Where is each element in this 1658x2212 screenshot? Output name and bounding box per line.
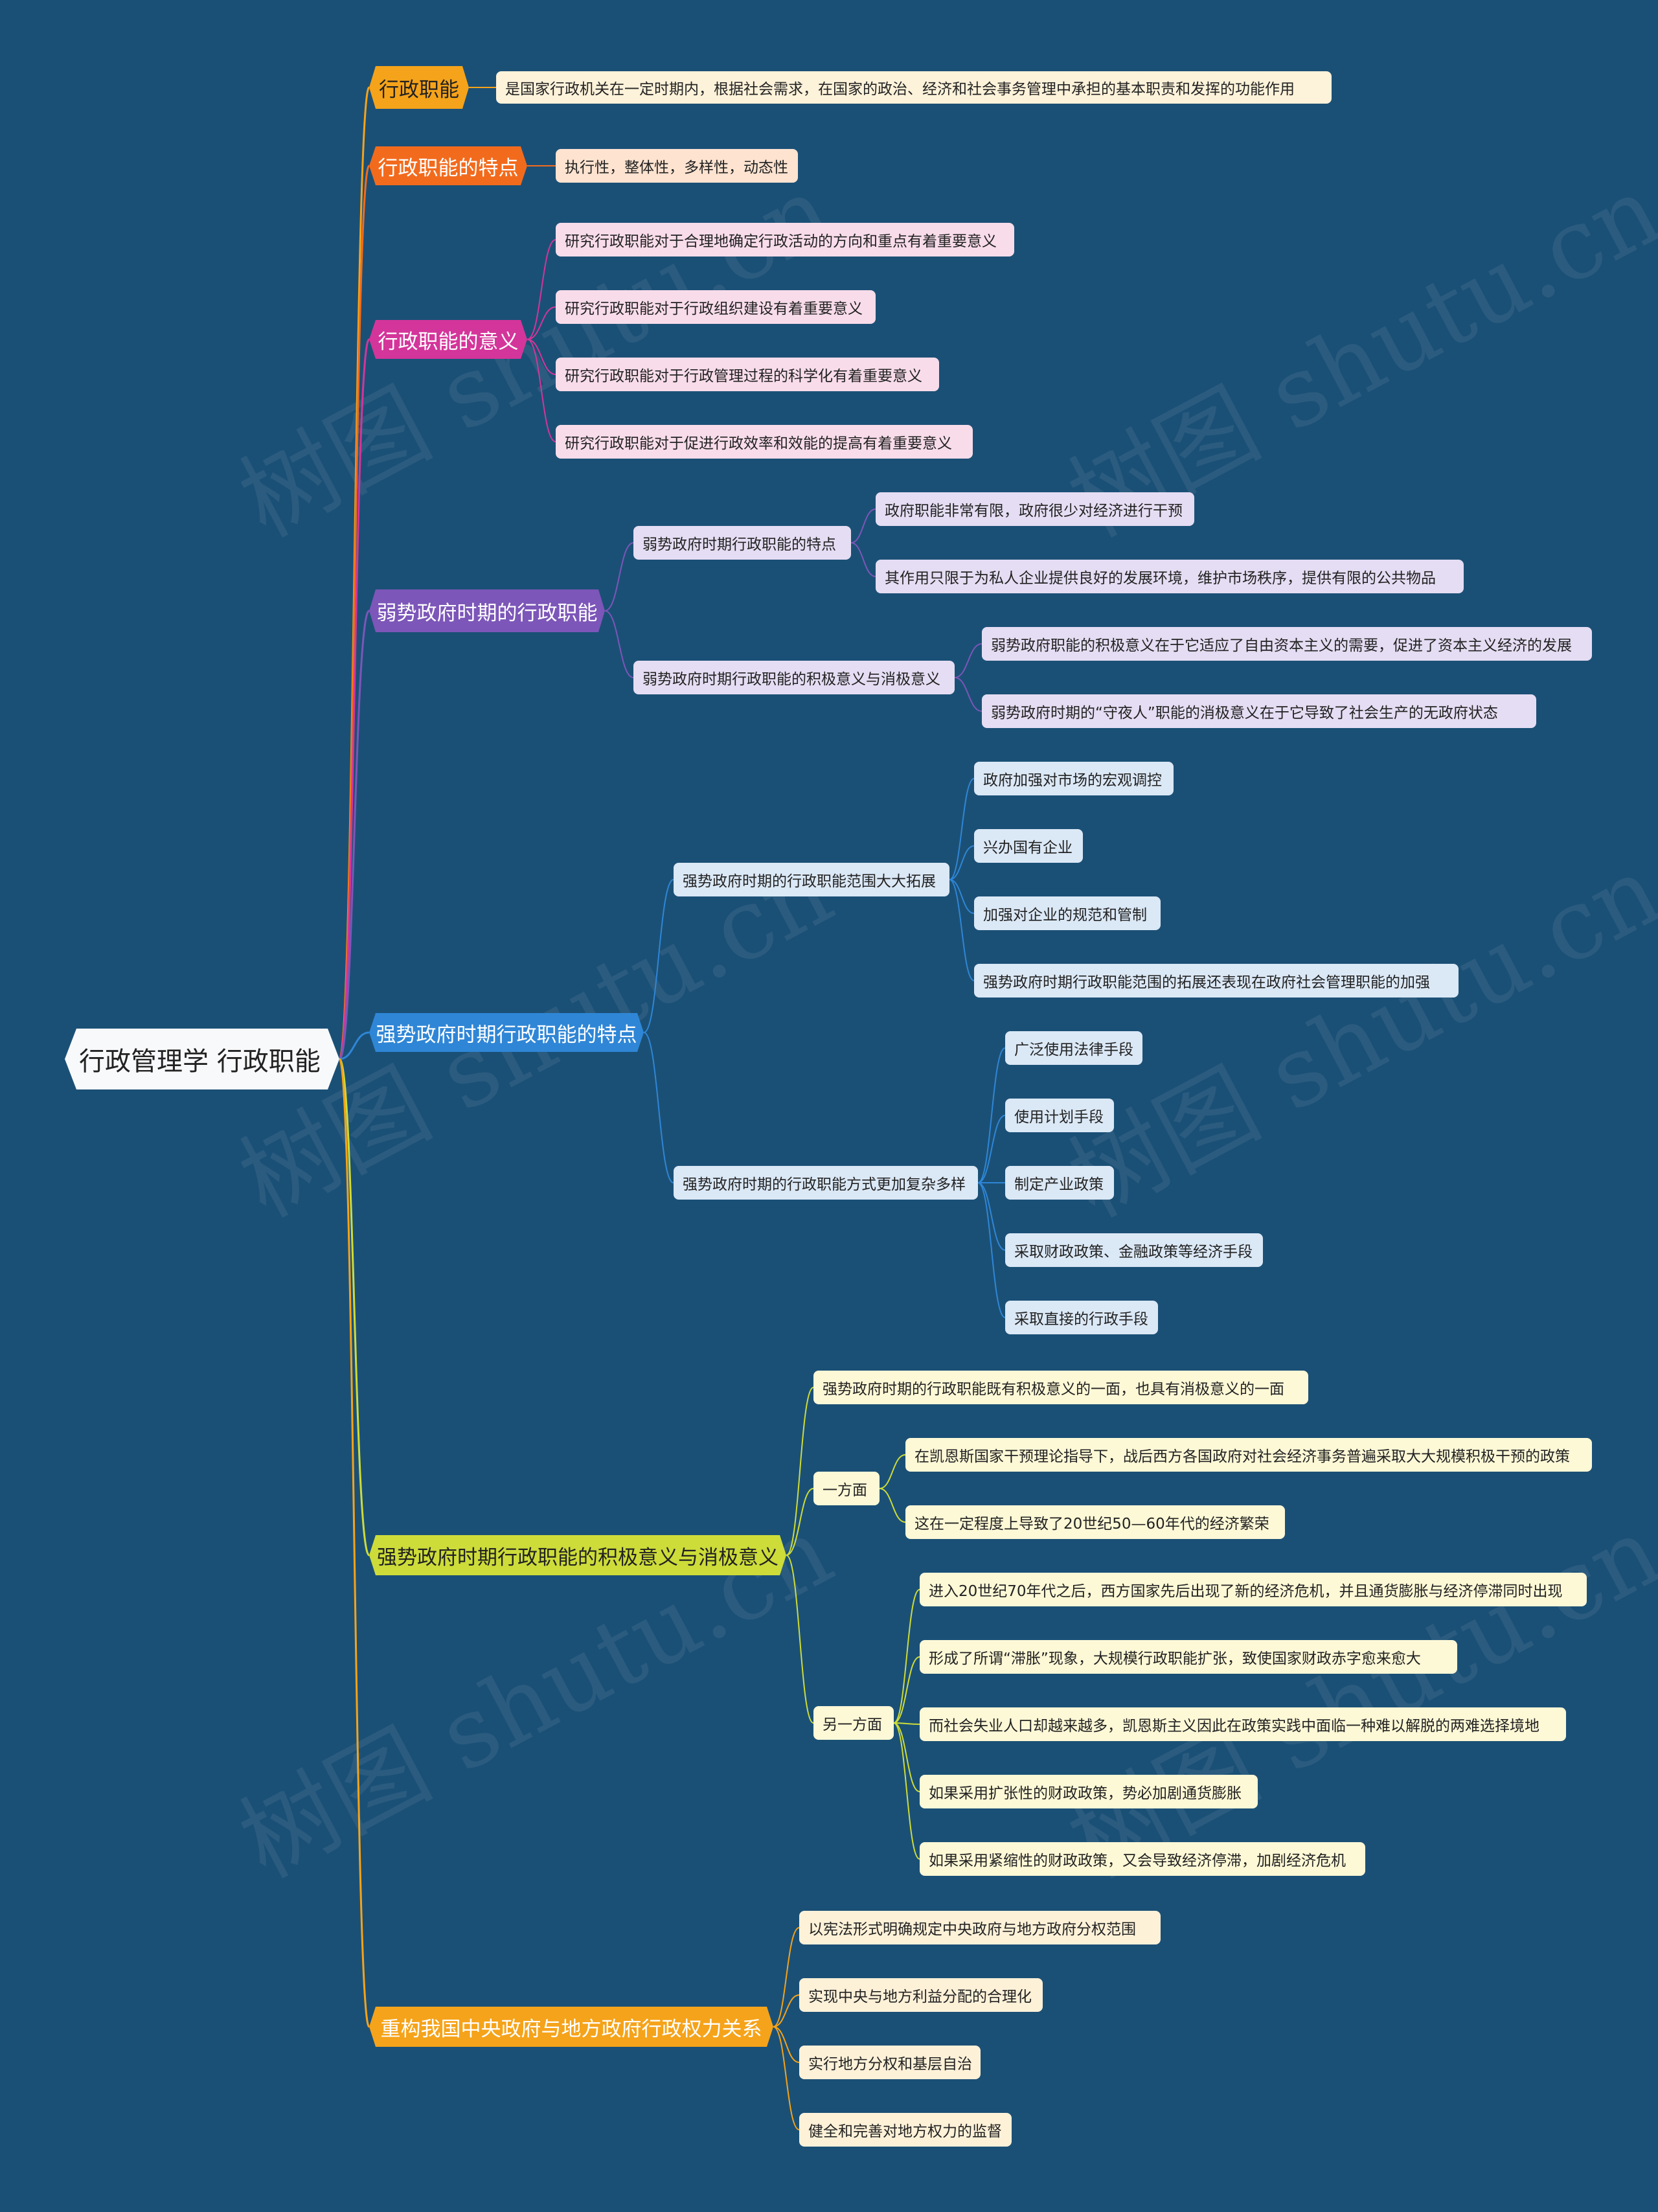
branch-weak-government[interactable]: 弱势政府时期的行政职能 [369,589,605,632]
connector-line [893,1656,920,1724]
leaf-central-local-4[interactable]: 健全和完善对地方权力的监督 [799,2113,1012,2147]
leaf-method-4[interactable]: 采取财政政策、金融政策等经济手段 [1005,1233,1263,1267]
leaf-method-1[interactable]: 广泛使用法律手段 [1005,1031,1142,1065]
sub-one-side[interactable]: 一方面 [813,1472,880,1505]
connector-line [773,1994,800,2027]
leaf-weak-sig-2[interactable]: 弱势政府时期的“守夜人”职能的消极意义在于它导致了社会生产的无政府状态 [982,694,1536,728]
leaf-scope-3[interactable]: 加强对企业的规范和管制 [974,896,1161,930]
connector-line [643,1032,674,1183]
leaf-method-3[interactable]: 制定产业政策 [1005,1166,1114,1200]
connector-line [339,1031,370,1060]
connector-line [954,643,982,678]
leaf-method-2[interactable]: 使用计划手段 [1005,1099,1114,1132]
connector-line [604,542,634,611]
connector-line [850,508,876,543]
leaf-definition[interactable]: 是国家行政机关在一定时期内，根据社会需求，在国家的政治、经济和社会事务管理中承担… [496,71,1332,104]
connector-line [786,1555,814,1724]
connector-line [893,1722,920,1792]
leaf-one-side-2[interactable]: 这在一定程度上导致了20世纪50—60年代的经济繁荣 [905,1505,1285,1539]
connector-line [949,879,975,981]
connector-line [786,1488,814,1556]
leaf-other-side-2[interactable]: 形成了所谓“滞胀”现象，大规模行政职能扩张，致使国家财政赤字愈来愈大 [920,1640,1457,1674]
connector-line [338,610,370,1060]
leaf-one-side-1[interactable]: 在凯恩斯国家干预理论指导下，战后西方各国政府对社会经济事务普遍采取大大规模积极干… [905,1438,1592,1472]
branch-characteristics[interactable]: 行政职能的特点 [369,146,527,185]
connector-line [879,1454,906,1489]
connector-line [604,610,634,678]
leaf-characteristics[interactable]: 执行性，整体性，多样性，动态性 [556,149,798,183]
leaf-central-local-3[interactable]: 实行地方分权和基层自治 [799,2046,981,2079]
leaf-central-local-2[interactable]: 实现中央与地方利益分配的合理化 [799,1978,1043,2012]
leaf-significance-1[interactable]: 研究行政职能对于合理地确定行政活动的方向和重点有着重要意义 [556,223,1014,257]
leaf-other-side-5[interactable]: 如果采用紧缩性的财政政策，又会导致经济停滞，加剧经济危机 [920,1842,1365,1876]
leaf-significance-2[interactable]: 研究行政职能对于行政组织建设有着重要意义 [556,290,876,324]
leaf-weak-char-1[interactable]: 政府职能非常有限，政府很少对经济进行干预 [876,492,1194,526]
leaf-other-side-3[interactable]: 而社会失业人口却越来越多，凯恩斯主义因此在政策实践中面临一种难以解脱的两难选择境… [920,1707,1566,1741]
connector-line [879,1488,906,1523]
connector-line [527,306,556,340]
connector-line [977,1115,1006,1183]
connector-line [773,2026,800,2130]
connector-line [893,1722,920,1860]
connector-line [773,2026,800,2063]
leaf-central-local-1[interactable]: 以宪法形式明确规定中央政府与地方政府分权范围 [799,1911,1161,1944]
leaf-scope-4[interactable]: 强势政府时期行政职能范围的拓展还表现在政府社会管理职能的加强 [974,964,1459,998]
connector-line [949,845,975,880]
sub-weak-significance[interactable]: 弱势政府时期行政职能的积极意义与消极意义 [633,661,955,694]
leaf-significance-3[interactable]: 研究行政职能对于行政管理过程的科学化有着重要意义 [556,358,939,391]
leaf-other-side-4[interactable]: 如果采用扩张性的财政政策，势必加剧通货膨胀 [920,1775,1258,1808]
connector-line [527,339,556,375]
connector-line [949,879,975,914]
sub-strong-scope[interactable]: 强势政府时期的行政职能范围大大拓展 [674,863,949,896]
connector-line [893,1589,920,1724]
leaf-scope-1[interactable]: 政府加强对市场的宏观调控 [974,762,1174,795]
connector-line [527,239,556,340]
connector-line [643,879,674,1033]
connector-line [338,1058,370,2028]
leaf-other-side-1[interactable]: 进入20世纪70年代之后，西方国家先后出现了新的经济危机，并且通货膨胀与经济停滞… [920,1573,1587,1606]
leaf-significance-4[interactable]: 研究行政职能对于促进行政效率和效能的提高有着重要意义 [556,425,973,459]
connector-line [954,677,982,712]
branch-central-local[interactable]: 重构我国中央政府与地方政府行政权力关系 [369,2007,773,2047]
leaf-weak-sig-1[interactable]: 弱势政府职能的积极意义在于它适应了自由资本主义的需要，促进了资本主义经济的发展 [982,627,1592,661]
leaf-scope-2[interactable]: 兴办国有企业 [974,829,1083,863]
connector-line [773,1927,800,2027]
leaf-method-5[interactable]: 采取直接的行政手段 [1005,1301,1158,1334]
branch-strong-significance[interactable]: 强势政府时期行政职能的积极意义与消极意义 [369,1535,786,1575]
connector-line [338,338,370,1060]
connector-line [338,165,370,1060]
connector-line [949,778,975,880]
connector-line [527,339,556,442]
sub-weak-characteristics[interactable]: 弱势政府时期行政职能的特点 [633,526,851,560]
connector-line [338,1058,370,1556]
connector-line [893,1722,920,1725]
leaf-strong-sig-overall[interactable]: 强势政府时期的行政职能既有积极意义的一面，也具有消极意义的一面 [813,1371,1308,1404]
connector-line [977,1047,1006,1183]
branch-definition[interactable]: 行政职能 [369,66,469,109]
sub-strong-methods[interactable]: 强势政府时期的行政职能方式更加复杂多样 [674,1166,978,1200]
leaf-weak-char-2[interactable]: 其作用只限于为私人企业提供良好的发展环境，维护市场秩序，提供有限的公共物品 [876,560,1464,593]
connector-line [977,1182,1006,1251]
branch-strong-characteristics[interactable]: 强势政府时期行政职能的特点 [369,1013,644,1052]
root-topic[interactable]: 行政管理学 行政职能 [65,1029,339,1089]
connector-line [977,1182,1006,1318]
branch-significance[interactable]: 行政职能的意义 [369,320,527,359]
connector-line [850,542,876,577]
connector-line [786,1387,814,1556]
sub-other-side[interactable]: 另一方面 [813,1706,894,1740]
